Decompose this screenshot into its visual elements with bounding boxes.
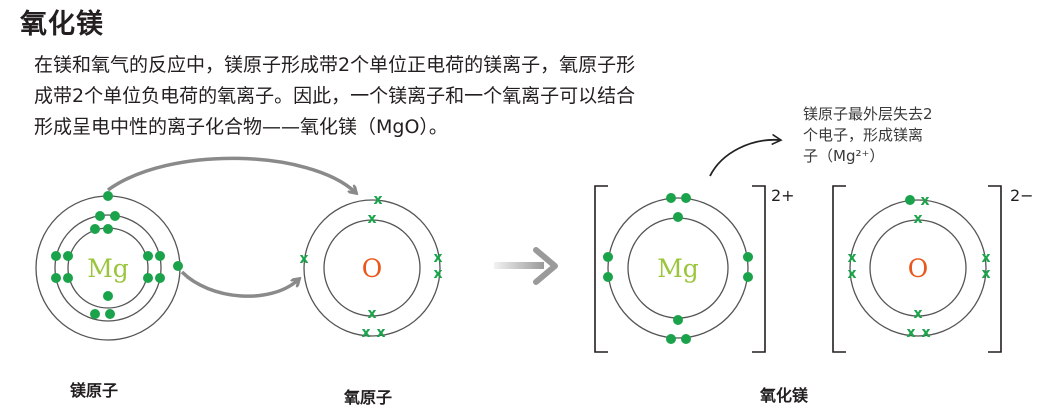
mg-symbol: Mg xyxy=(87,254,129,283)
svg-text:x: x xyxy=(913,306,922,322)
svg-text:x: x xyxy=(920,193,929,209)
page-title: 氧化镁 xyxy=(20,9,104,40)
paragraph-line: 形成呈电中性的离子化合物——氧化镁（MgO）。 xyxy=(34,116,448,138)
svg-text:x: x xyxy=(921,325,930,341)
reaction-arrow xyxy=(494,247,558,285)
svg-text:x: x xyxy=(906,325,915,341)
svg-text:x: x xyxy=(981,266,990,282)
note-line: 镁原子最外层失去2 xyxy=(803,105,933,123)
svg-text:x: x xyxy=(376,325,385,341)
annotation-arrow xyxy=(709,140,780,177)
electron-transfer-arrow-top xyxy=(106,156,355,192)
mg-atom-electrons xyxy=(51,191,183,319)
electron-transfer-arrow-bottom xyxy=(180,270,298,298)
mg-ion-charge: 2+ xyxy=(771,186,795,205)
paragraph-line: 在镁和氧气的反应中，镁原子形成带2个单位正电荷的镁离子，氧原子形 xyxy=(34,54,636,76)
svg-text:x: x xyxy=(981,250,990,266)
svg-text:x: x xyxy=(367,211,376,227)
note-line: 个电子，形成镁离 xyxy=(803,126,924,144)
svg-text:x: x xyxy=(847,250,856,266)
o-ion-bracket xyxy=(832,185,1002,353)
o-ion-electrons: x x x x x x x x x xyxy=(847,193,990,341)
o-atom xyxy=(303,199,441,337)
svg-text:x: x xyxy=(913,211,922,227)
o-ion-charge: 2− xyxy=(1010,186,1034,205)
o-atom-electrons: x x x x x x x x xyxy=(299,192,442,341)
o-symbol: O xyxy=(362,254,383,283)
svg-text:x: x xyxy=(299,251,308,267)
annotation-note: 镁原子最外层失去2 个电子，形成镁离 子（Mg²⁺） xyxy=(803,104,933,167)
o-ion-symbol: O xyxy=(908,254,929,283)
mg-ion-bracket xyxy=(594,185,766,353)
mgo-caption: 氧化镁 xyxy=(760,386,809,405)
svg-text:x: x xyxy=(847,266,856,282)
svg-text:x: x xyxy=(373,192,382,208)
o-atom-caption: 氧原子 xyxy=(344,388,393,407)
svg-text:x: x xyxy=(361,325,370,341)
svg-text:x: x xyxy=(367,306,376,322)
o-ion xyxy=(849,199,987,337)
mg-ion-symbol: Mg xyxy=(657,254,699,283)
svg-text:x: x xyxy=(433,266,442,282)
note-line: 子（Mg²⁺） xyxy=(803,147,885,165)
mg-ion-electrons xyxy=(603,193,753,344)
description-paragraph: 在镁和氧气的反应中，镁原子形成带2个单位正电荷的镁离子，氧原子形 成带2个单位负… xyxy=(34,50,794,143)
paragraph-line: 成带2个单位负电荷的氧离子。因此，一个镁离子和一个氧离子可以结合 xyxy=(34,85,636,107)
mg-atom-caption: 镁原子 xyxy=(70,381,119,400)
svg-text:x: x xyxy=(433,250,442,266)
